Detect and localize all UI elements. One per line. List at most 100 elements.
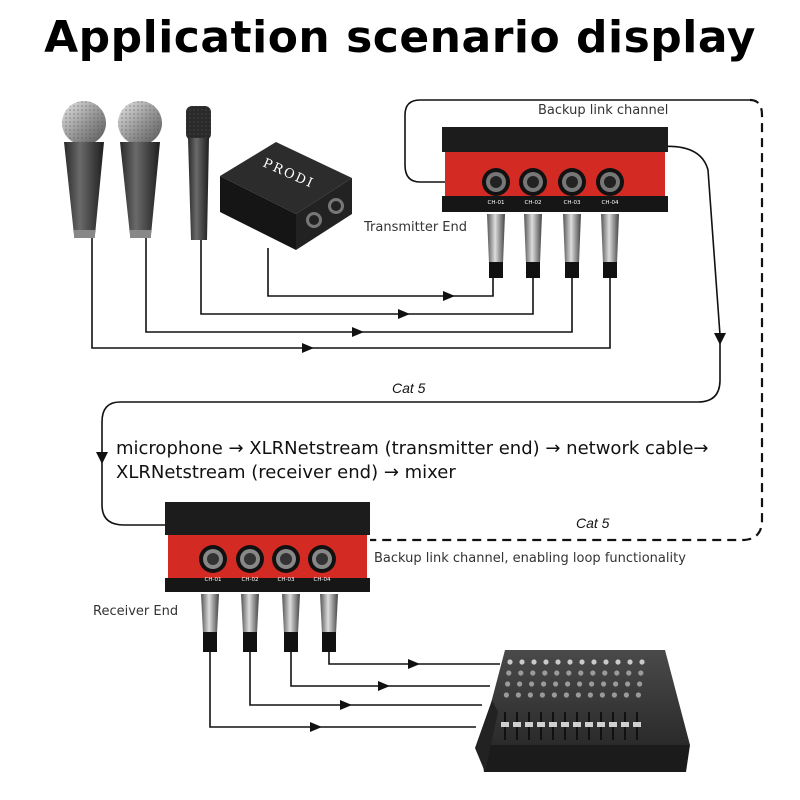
cables (91, 99, 750, 728)
arrow (340, 700, 352, 710)
arrow (352, 327, 364, 337)
transmitter-device (442, 127, 668, 212)
signal-flow-description: microphone → XLRNetstream (transmitter e… (116, 437, 709, 485)
arrow (310, 722, 322, 732)
mixer-knob (505, 681, 511, 687)
mixer-knob (518, 670, 524, 676)
mixer-knob (517, 681, 523, 687)
receiver-xlr-plugs (201, 594, 338, 652)
mixer-knob (601, 681, 607, 687)
mixer-knob (530, 670, 536, 676)
mixer-fader (525, 722, 533, 727)
mixer-knob (579, 659, 585, 665)
mixer-fader (561, 722, 569, 727)
mixer-knob (551, 692, 558, 698)
cable-di (267, 248, 494, 297)
mixer-knob (515, 692, 522, 698)
signal-flow-line-1: microphone → XLRNetstream (transmitter e… (116, 438, 709, 459)
backup-link-label-top: Backup link channel (538, 103, 669, 118)
mixer-knob (602, 670, 608, 676)
mixer-knob (613, 681, 619, 687)
arrow (398, 309, 410, 319)
mixer-knob (542, 670, 548, 676)
receiver-channel-labels: CH-01 CH-02 CH-03 CH-04 (205, 577, 331, 583)
channel-label: CH-03 (278, 577, 295, 583)
arrow (302, 343, 314, 353)
arrow (714, 333, 726, 345)
arrow (408, 659, 420, 669)
mixer (475, 650, 690, 772)
mixer-fader (609, 722, 617, 727)
mixer-knob (539, 692, 546, 698)
mixer-knob (565, 681, 571, 687)
microphone-3 (186, 106, 211, 240)
mixer-knob (591, 659, 597, 665)
mixer-channel-strips (501, 659, 645, 740)
microphone-2 (118, 101, 162, 238)
mixer-knob (639, 659, 645, 665)
transmitter-xlr-plugs (487, 214, 619, 278)
mixer-fader (573, 722, 581, 727)
mixer-knob (627, 659, 633, 665)
mixer-fader (537, 722, 545, 727)
cable-rx4 (209, 652, 476, 728)
mixer-fader (549, 722, 557, 727)
channel-label: CH-03 (564, 200, 581, 206)
mixer-knob (611, 692, 618, 698)
transmitter-channel-labels: CH-01 CH-02 CH-03 CH-04 (488, 200, 619, 206)
arrowheads (96, 291, 726, 732)
mixer-knob (529, 681, 535, 687)
mixer-knob (543, 659, 549, 665)
mixer-knob (577, 681, 583, 687)
channel-label: CH-04 (602, 200, 619, 206)
mixer-knob (578, 670, 584, 676)
cable-mic3 (200, 240, 534, 315)
mixer-knob (638, 670, 644, 676)
mixer-fader (513, 722, 521, 727)
mixer-knob (553, 681, 559, 687)
channel-label: CH-02 (242, 577, 259, 583)
backup-link-dashed (370, 98, 764, 542)
mixer-knob (567, 659, 573, 665)
mixer-knob (623, 692, 630, 698)
channel-label: CH-01 (488, 200, 505, 206)
cable-mic1 (91, 235, 611, 349)
mixer-fader (633, 722, 641, 727)
mixer-knob (626, 670, 632, 676)
cable-rx1 (328, 652, 500, 665)
signal-flow-line-2: XLRNetstream (receiver end) → mixer (116, 462, 456, 483)
cable-rx3 (249, 652, 482, 706)
mixer-knob (603, 659, 609, 665)
microphone-1 (62, 101, 106, 238)
mixer-knob (563, 692, 570, 698)
arrow (378, 681, 390, 691)
mixer-knob (506, 670, 512, 676)
backup-loop-left (404, 99, 750, 183)
mixer-knob (507, 659, 513, 665)
cat5-label-top: Cat 5 (392, 380, 426, 396)
cable-rx2 (290, 652, 490, 687)
channel-label: CH-02 (525, 200, 542, 206)
mixer-fader (501, 722, 509, 727)
page-title: Application scenario display (44, 12, 756, 63)
mixer-fader (621, 722, 629, 727)
mixer-knob (519, 659, 525, 665)
mixer-knob (503, 692, 509, 698)
mixer-knob (555, 659, 561, 665)
mixer-knob (527, 692, 534, 698)
mixer-knob (575, 692, 582, 698)
arrow (443, 291, 455, 301)
mixer-knob (614, 670, 620, 676)
cable-mic2 (145, 235, 573, 333)
backup-link-label-bottom: Backup link channel, enabling loop funct… (374, 551, 686, 566)
mixer-knob (625, 681, 631, 687)
mixer-knob (589, 681, 595, 687)
mixer-fader (585, 722, 593, 727)
cat5-cable-top (101, 145, 721, 526)
channel-label: CH-04 (314, 577, 331, 583)
arrow (96, 452, 108, 464)
mixer-knob (635, 692, 642, 698)
receiver-device (165, 502, 370, 592)
mixer-knob (637, 681, 643, 687)
